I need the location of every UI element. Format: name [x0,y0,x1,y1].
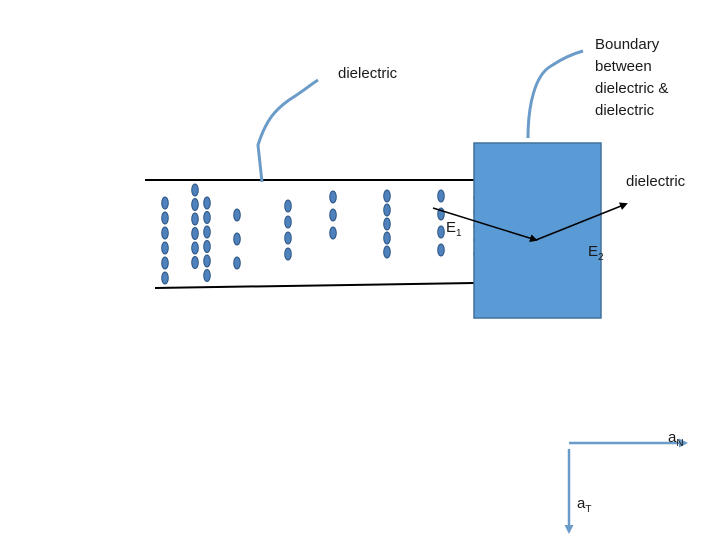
dipole [284,199,292,213]
dielectric-right-label: dielectric [626,173,686,190]
dipole [161,241,169,255]
an-label-subscript: N [676,438,684,449]
dipole [383,203,391,217]
e2-label: E2 [588,241,604,265]
an-label: aN [668,427,684,451]
dipole [203,240,211,253]
at-label: aT [577,493,591,517]
e1-label: E1 [446,217,462,241]
dielectric-left-label: dielectric [338,65,398,82]
dipole [161,211,169,225]
dipole [329,226,337,240]
dipole [233,232,241,246]
dipole [284,215,292,229]
boundary-label-line: dielectric [595,102,655,119]
dipole [233,256,241,270]
dipole [191,227,199,240]
left-dielectric-leader-line [256,78,319,183]
boundary-label-line: between [595,58,652,75]
e1-label-base: E [446,219,457,236]
dipole [191,198,199,211]
dipole [191,212,199,226]
dipole [437,243,445,257]
dipole [383,231,391,245]
dipole-group [161,183,481,285]
dipole [329,190,337,204]
dipole [191,241,199,255]
dipole [284,247,292,261]
dipole [161,226,169,240]
dipole [203,254,211,268]
dipole [161,196,169,210]
dipole [191,256,199,269]
dipole [383,217,391,231]
e2-field-arrow [535,202,628,241]
dipole [437,189,445,203]
dipole [161,256,169,270]
an-label-base: a [668,429,677,446]
dipole [203,196,211,210]
dipole [383,189,391,203]
e1-label-subscript: 1 [456,228,462,239]
e2-label-subscript: 2 [598,252,604,263]
at-label-subscript: T [585,504,592,515]
e1-field-arrow [432,207,538,243]
boundary-leader-line [526,49,584,139]
dipole [329,208,337,222]
boundary-label-line: Boundary [595,36,660,53]
second-dielectric-block [473,142,602,319]
dipole [437,225,445,239]
e2-label-base: E [588,243,599,260]
dipole [284,231,292,245]
dipole [233,208,241,222]
dipole [203,269,211,282]
boundary-label-line: dielectric & [595,80,669,97]
dipole [203,225,211,239]
dipole [161,271,169,285]
dipole [203,211,211,224]
at-label-base: a [577,495,586,512]
dipole [191,183,199,197]
bottom-plate-line [154,282,475,289]
boundary-label: Boundary between dielectric & dielectric [595,34,668,122]
dipole [383,245,391,259]
